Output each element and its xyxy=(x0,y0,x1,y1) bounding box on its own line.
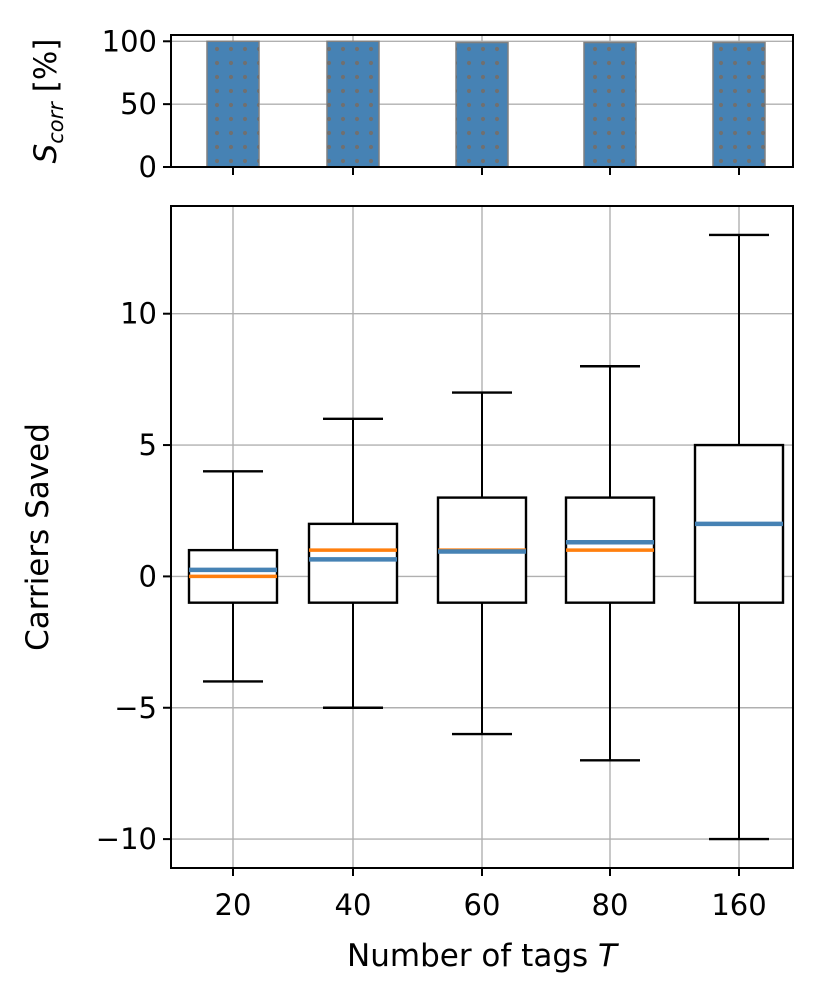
top-y-ticks: 0 50 100 xyxy=(102,24,171,184)
success-bar-hatch xyxy=(327,41,379,167)
bottom-x-tick-label: 60 xyxy=(464,888,501,922)
top-y-axis-label: Scorr [%] xyxy=(28,39,68,164)
top-y-tick-label: 0 xyxy=(139,150,157,184)
x-label-prefix: Number of tags xyxy=(347,938,598,974)
top-y-tick-label: 50 xyxy=(120,87,157,121)
top-y-tick-label: 100 xyxy=(102,24,157,58)
top-y-label-base: S xyxy=(28,144,64,164)
bottom-y-tick-label: 0 xyxy=(139,559,157,593)
success-bar-hatch xyxy=(713,42,765,167)
box-60 xyxy=(436,391,528,736)
bottom-y-tick-label: −5 xyxy=(114,691,157,725)
box-40 xyxy=(307,417,399,709)
box-80 xyxy=(564,365,656,762)
bottom-x-tick-label: 20 xyxy=(215,888,252,922)
bottom-x-tick-label: 80 xyxy=(592,888,629,922)
top-x-ticks xyxy=(232,167,740,175)
bottom-y-tick-label: 5 xyxy=(139,428,157,462)
bottom-x-tick-label: 160 xyxy=(711,888,766,922)
success-rate-bar-chart: 0 50 100 Scorr [%] xyxy=(28,24,794,184)
top-y-label-sub: corr xyxy=(44,101,68,144)
bottom-y-tick-label: 10 xyxy=(120,297,157,331)
top-bars xyxy=(206,40,766,168)
bottom-x-axis-label: Number of tags T xyxy=(347,938,619,974)
success-bar-hatch xyxy=(584,42,636,167)
box-20 xyxy=(187,470,279,683)
carriers-saved-box-plot: −10 −5 0 5 10 20 40 60 80 160 Carriers Saved Num… xyxy=(20,205,794,974)
success-bar-hatch xyxy=(456,42,508,167)
success-bar-hatch xyxy=(207,41,259,167)
x-label-var: T xyxy=(598,938,619,974)
bottom-y-tick-label: −10 xyxy=(96,822,157,856)
top-y-label-rest: [%] xyxy=(28,39,64,103)
bottom-x-tick-label: 40 xyxy=(335,888,372,922)
bottom-boxes xyxy=(187,233,785,841)
iqr-box xyxy=(307,522,399,604)
bottom-y-ticks: −10 −5 0 5 10 xyxy=(96,297,171,856)
bottom-y-axis-label: Carriers Saved xyxy=(20,423,56,651)
bottom-x-ticks: 20 40 60 80 160 xyxy=(215,868,767,922)
box-160 xyxy=(693,233,785,841)
